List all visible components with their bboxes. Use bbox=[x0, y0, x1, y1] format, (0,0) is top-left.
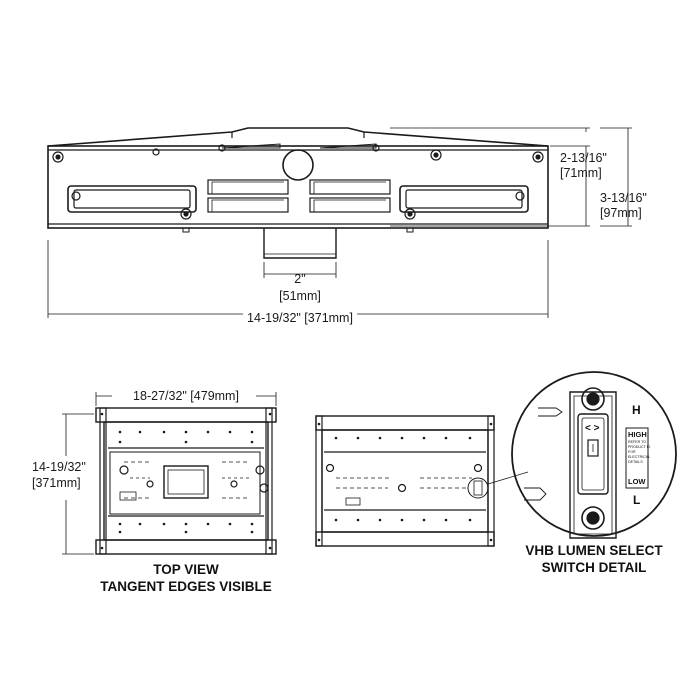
front-view bbox=[47, 127, 632, 318]
overall-width-label: 14-19/32" [371mm] bbox=[243, 311, 357, 325]
bottom-view bbox=[315, 415, 495, 547]
fine-print-line: DETAILS bbox=[628, 460, 643, 464]
top-view-depth-label: 14-19/32" bbox=[32, 460, 86, 474]
switch-arrows: < > bbox=[585, 423, 600, 434]
height-total-label: 3-13/16" bbox=[600, 191, 647, 205]
fine-print-line: ELECTRICAL bbox=[628, 455, 651, 459]
switch-fine-print: REFER TO PRODUCT ID FOR ELECTRICAL DETAI… bbox=[628, 440, 650, 465]
top-view-dimensions bbox=[62, 392, 277, 555]
fine-print-line: FOR bbox=[628, 450, 636, 454]
fine-print-line: PRODUCT ID bbox=[628, 445, 651, 449]
bottom-view-rivets bbox=[317, 422, 493, 542]
top-view-caption-1: TOP VIEW bbox=[153, 562, 219, 577]
height-small-mm-label: [71mm] bbox=[560, 166, 602, 180]
height-total-mm-label: [97mm] bbox=[600, 206, 642, 220]
top-view-caption-2: TANGENT EDGES VISIBLE bbox=[100, 579, 272, 594]
switch-high-label: HIGH bbox=[628, 430, 647, 439]
height-small-label: 2-13/16" bbox=[560, 151, 607, 165]
switch-detail-caption-1: VHB LUMEN SELECT bbox=[525, 543, 663, 558]
switch-detail-caption-2: SWITCH DETAIL bbox=[541, 560, 647, 575]
switch-high-letter: H bbox=[632, 403, 641, 417]
detail-leader bbox=[487, 471, 529, 485]
switch-low-letter: L bbox=[633, 493, 641, 507]
top-view bbox=[95, 407, 277, 555]
mount-width-mm-label: [51mm] bbox=[279, 289, 321, 303]
fine-print-line: REFER TO bbox=[628, 440, 647, 444]
top-view-width-label: 18-27/32" [479mm] bbox=[130, 389, 242, 403]
top-view-rivets bbox=[100, 412, 272, 550]
mount-width-label: 2" bbox=[294, 272, 306, 286]
switch-detail bbox=[511, 371, 677, 539]
switch-low-label: LOW bbox=[628, 477, 646, 486]
top-view-depth-mm-label: [371mm] bbox=[32, 476, 81, 490]
